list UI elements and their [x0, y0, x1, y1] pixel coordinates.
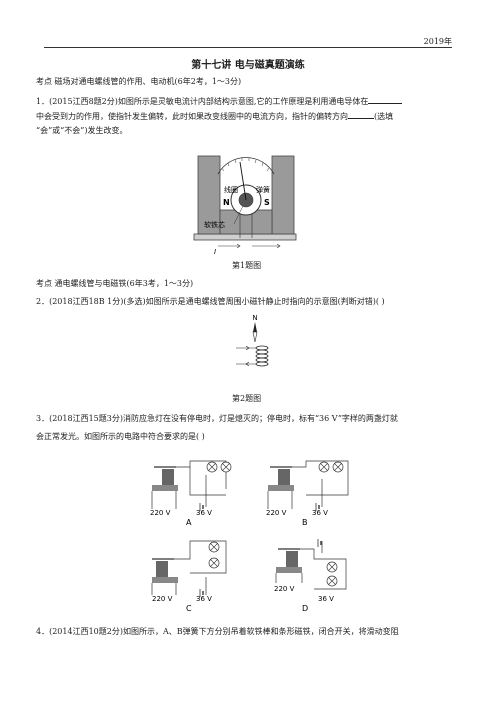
electromagnet-d: [286, 551, 298, 567]
q1-line3: “会”或“不会”)发生改变。: [36, 126, 128, 135]
option-letter-d: D: [302, 604, 308, 613]
voltage-36-b: 36 V: [312, 509, 328, 517]
relay-base-a: [152, 485, 178, 491]
relay-base-d: [276, 567, 302, 573]
label-s: S: [264, 198, 270, 207]
magnet-s-block: [271, 155, 295, 235]
needle-n-label: N: [252, 314, 257, 322]
lamp-2-b-cross: [334, 463, 342, 471]
relay-base-b: [268, 485, 294, 491]
wiring-d: [275, 541, 347, 590]
header-year: 2019年: [423, 37, 452, 46]
wiring-b: [267, 460, 349, 509]
option-letter-b: B: [302, 518, 308, 527]
voltage-220-c: 220 V: [152, 595, 173, 603]
scale-arc: [217, 157, 275, 175]
q4-text: 4．(2014江西10题2分)如图所示，A、B弹簧下方分别吊着软铁棒和条形磁铁，…: [36, 627, 399, 636]
wiring-c: [151, 540, 227, 595]
q1-caption: 第1题图: [232, 261, 262, 270]
label-core: 软铁芯: [204, 220, 225, 229]
q1-text-2: 中会受到力的作用，使指针发生偏转，此时如果改变线圈中的电流方向，指针的偏转方向: [36, 112, 348, 121]
page-title: 第十七讲 电与磁真题演练: [191, 60, 305, 71]
lamp-1-c-cross: [210, 543, 218, 551]
current-arrow-head-in: [236, 243, 241, 249]
compass-needle-top: [253, 322, 257, 332]
q2-figure-solenoid: N: [236, 314, 269, 367]
q1-text-1: 1．(2015江西8题2分)如图所示是灵敏电流计内部结构示意图,它的工作原理是利…: [36, 97, 369, 106]
header-rule: [44, 47, 452, 48]
core-leader-line: [233, 205, 244, 225]
lamp-1-a-cross: [208, 463, 216, 471]
lamp-2-c-cross: [210, 559, 218, 567]
electromagnet-b: [278, 469, 290, 485]
label-current: I: [214, 248, 216, 256]
q2-text: 2．(2018江西18B 1分)(多选)如图所示是通电螺线管周围小磁针静止时指向…: [36, 297, 385, 306]
q1-blank-2[interactable]: [348, 110, 374, 119]
magnet-n-block: [197, 155, 221, 235]
pointer-needle: [239, 161, 247, 201]
q1-blank-1[interactable]: [368, 95, 403, 104]
lamp-2-d-cross: [328, 577, 336, 585]
section-heading-2: 考点 通电螺线管与电磁铁(6年3考，1～3分): [36, 279, 194, 288]
electromagnet-c: [156, 561, 168, 577]
solenoid-arrow-top: [245, 345, 250, 351]
q3-circuit-a: 220 V 36 V A: [150, 460, 232, 527]
option-letter-c: C: [186, 604, 192, 613]
q1-text-2b: (选填: [374, 112, 394, 121]
q1-figure-galvanometer: 线圈 弹簧 N S 软铁芯 I: [193, 155, 297, 256]
wiring-a: [151, 460, 227, 509]
voltage-36-c: 36 V: [196, 595, 212, 603]
relay-base-c: [152, 577, 178, 583]
q3-circuit-b: 220 V 36 V B: [266, 460, 349, 527]
current-arrow-head-out: [276, 243, 281, 249]
compass-needle-bottom: [252, 331, 258, 343]
q2-caption: 第2题图: [232, 394, 262, 403]
voltage-36-d: 36 V: [318, 595, 334, 603]
section-heading-1: 考点 磁场对通电螺线管的作用、电动机(6年2考，1～3分): [36, 77, 242, 86]
label-coil: 线圈: [224, 185, 238, 194]
solenoid-arrow-bottom: [245, 361, 250, 367]
q3-line2: 会正常发光。如图所示的电路中符合要求的是( ): [36, 432, 205, 441]
q3-circuit-c: 220 V 36 V C: [151, 540, 227, 613]
label-spring: 弹簧: [256, 185, 270, 194]
galvanometer-base: [193, 233, 297, 241]
q1-line1: 1．(2015江西8题2分)如图所示是灵敏电流计内部结构示意图,它的工作原理是利…: [36, 95, 460, 107]
label-n: N: [223, 198, 230, 207]
voltage-36-a: 36 V: [196, 509, 212, 517]
q3-line1: 3．(2018江西15题3分)消防应急灯在没有停电时，灯是熄灭的；停电时，标有“…: [36, 414, 398, 423]
lamp-1-d-cross: [328, 563, 336, 571]
lamp-1-b-cross: [320, 463, 328, 471]
electromagnet-a: [162, 469, 174, 485]
voltage-220-d: 220 V: [274, 585, 295, 593]
q3-circuit-d: 220 V 36 V D: [274, 539, 347, 613]
voltage-220-b: 220 V: [266, 509, 287, 517]
option-letter-a: A: [186, 518, 192, 527]
lamp-2-a-cross: [222, 463, 230, 471]
solenoid-coil: [255, 345, 269, 367]
scale-ticks: [221, 158, 270, 172]
voltage-220-a: 220 V: [150, 509, 171, 517]
q1-line2: 中会受到力的作用，使指针发生偏转，此时如果改变线圈中的电流方向，指针的偏转方向 (…: [36, 110, 460, 122]
